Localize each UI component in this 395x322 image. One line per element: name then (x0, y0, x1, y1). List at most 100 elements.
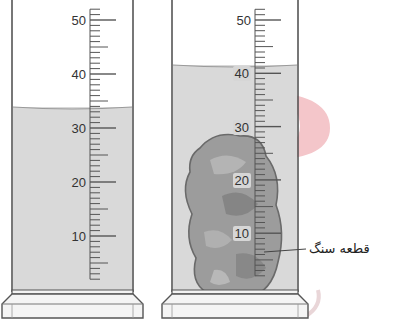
scale-tick (90, 138, 100, 139)
scale-tick (255, 265, 265, 266)
scale-tick (255, 206, 273, 207)
scale-tick (90, 203, 100, 204)
scale-tick (255, 9, 265, 10)
scale-tick (90, 187, 100, 188)
scale-tick (255, 142, 265, 143)
rock-shade (222, 192, 258, 215)
scale-tick (90, 57, 100, 58)
scale-tick (255, 110, 265, 111)
scale-tick (90, 181, 116, 182)
scale-tick (90, 47, 108, 48)
cylinder-base-edge (298, 304, 299, 318)
scale-tick (90, 230, 100, 231)
scale-tick (90, 241, 100, 242)
scale-tick (90, 9, 100, 10)
scale-tick (255, 185, 265, 186)
scale-number: 20 (233, 173, 251, 188)
scale-tick (90, 117, 100, 118)
scale-tick (90, 198, 100, 199)
scale-tick (255, 115, 265, 116)
scale-tick (255, 222, 265, 223)
scale-tick (90, 73, 116, 74)
scale-tick (90, 101, 108, 102)
scale-tick (255, 25, 265, 26)
scale-tick (90, 63, 100, 64)
scale-tick (90, 263, 108, 264)
water (13, 107, 132, 290)
scale-number: 30 (233, 120, 251, 135)
scale-tick (90, 90, 100, 91)
scale-line (255, 9, 256, 276)
scale-tick (90, 155, 108, 156)
scale-tick (255, 68, 265, 69)
cylinder-wall (11, 0, 13, 292)
scale-tick (255, 94, 265, 95)
scale-tick (90, 52, 100, 53)
scale-tick (255, 249, 265, 250)
scale-tick (90, 133, 100, 134)
cylinder-base (162, 294, 308, 318)
scale-tick (90, 209, 108, 210)
scale-number: 10 (72, 229, 86, 244)
cylinder-wall (132, 0, 134, 292)
scale-tick (90, 19, 116, 20)
scale-tick (255, 201, 265, 202)
scale-number: 50 (237, 13, 251, 28)
scale-tick (255, 217, 265, 218)
scale-tick (255, 147, 265, 148)
scale-tick (255, 14, 265, 15)
scale-tick (255, 62, 265, 63)
scale-tick (255, 153, 273, 154)
scale-tick (90, 225, 100, 226)
scale-tick (255, 190, 265, 191)
scale-tick (90, 176, 100, 177)
scale-tick (90, 25, 100, 26)
cylinder-base-edge (12, 304, 13, 318)
scale-tick (90, 127, 116, 128)
scale-tick (255, 131, 265, 132)
scale-tick (90, 165, 100, 166)
scale-tick (255, 163, 265, 164)
scale-tick (255, 89, 265, 90)
cylinder-base-edge (133, 304, 134, 318)
scale-tick (90, 235, 116, 236)
scale-tick (255, 137, 265, 138)
scale-tick (90, 192, 100, 193)
scale-tick (255, 275, 265, 276)
cylinder-wall (171, 0, 173, 292)
scale-ticks (90, 9, 281, 279)
scale-tick (255, 179, 281, 180)
scale-tick (90, 36, 100, 37)
scale-number: 50 (72, 13, 86, 28)
scale-tick (90, 149, 100, 150)
scale-number: 30 (72, 121, 86, 136)
scale-tick (90, 111, 100, 112)
cylinder-base-edge (2, 304, 143, 305)
scale-tick (255, 238, 265, 239)
water-surface (13, 107, 132, 109)
scale-tick (255, 30, 265, 31)
scale-tick (255, 105, 265, 106)
cylinder-base-edge (162, 304, 308, 305)
scale-tick (90, 14, 100, 15)
scale-tick (255, 254, 265, 255)
scale-tick (255, 19, 281, 20)
rock-highlight (210, 155, 246, 174)
scale-tick (90, 273, 100, 274)
scale-tick (90, 106, 100, 107)
cylinder-base-edge (172, 304, 173, 318)
scale-tick (90, 171, 100, 172)
scale-line (90, 9, 91, 279)
cylinder-wall (297, 0, 299, 292)
rock-highlight (204, 230, 232, 248)
scale-tick (90, 84, 100, 85)
scale-tick (90, 252, 100, 253)
scale-tick (90, 122, 100, 123)
scale-tick (255, 78, 265, 79)
scale-tick (90, 95, 100, 96)
scale-tick (255, 121, 265, 122)
scale-tick (90, 214, 100, 215)
scale-tick (90, 257, 100, 258)
